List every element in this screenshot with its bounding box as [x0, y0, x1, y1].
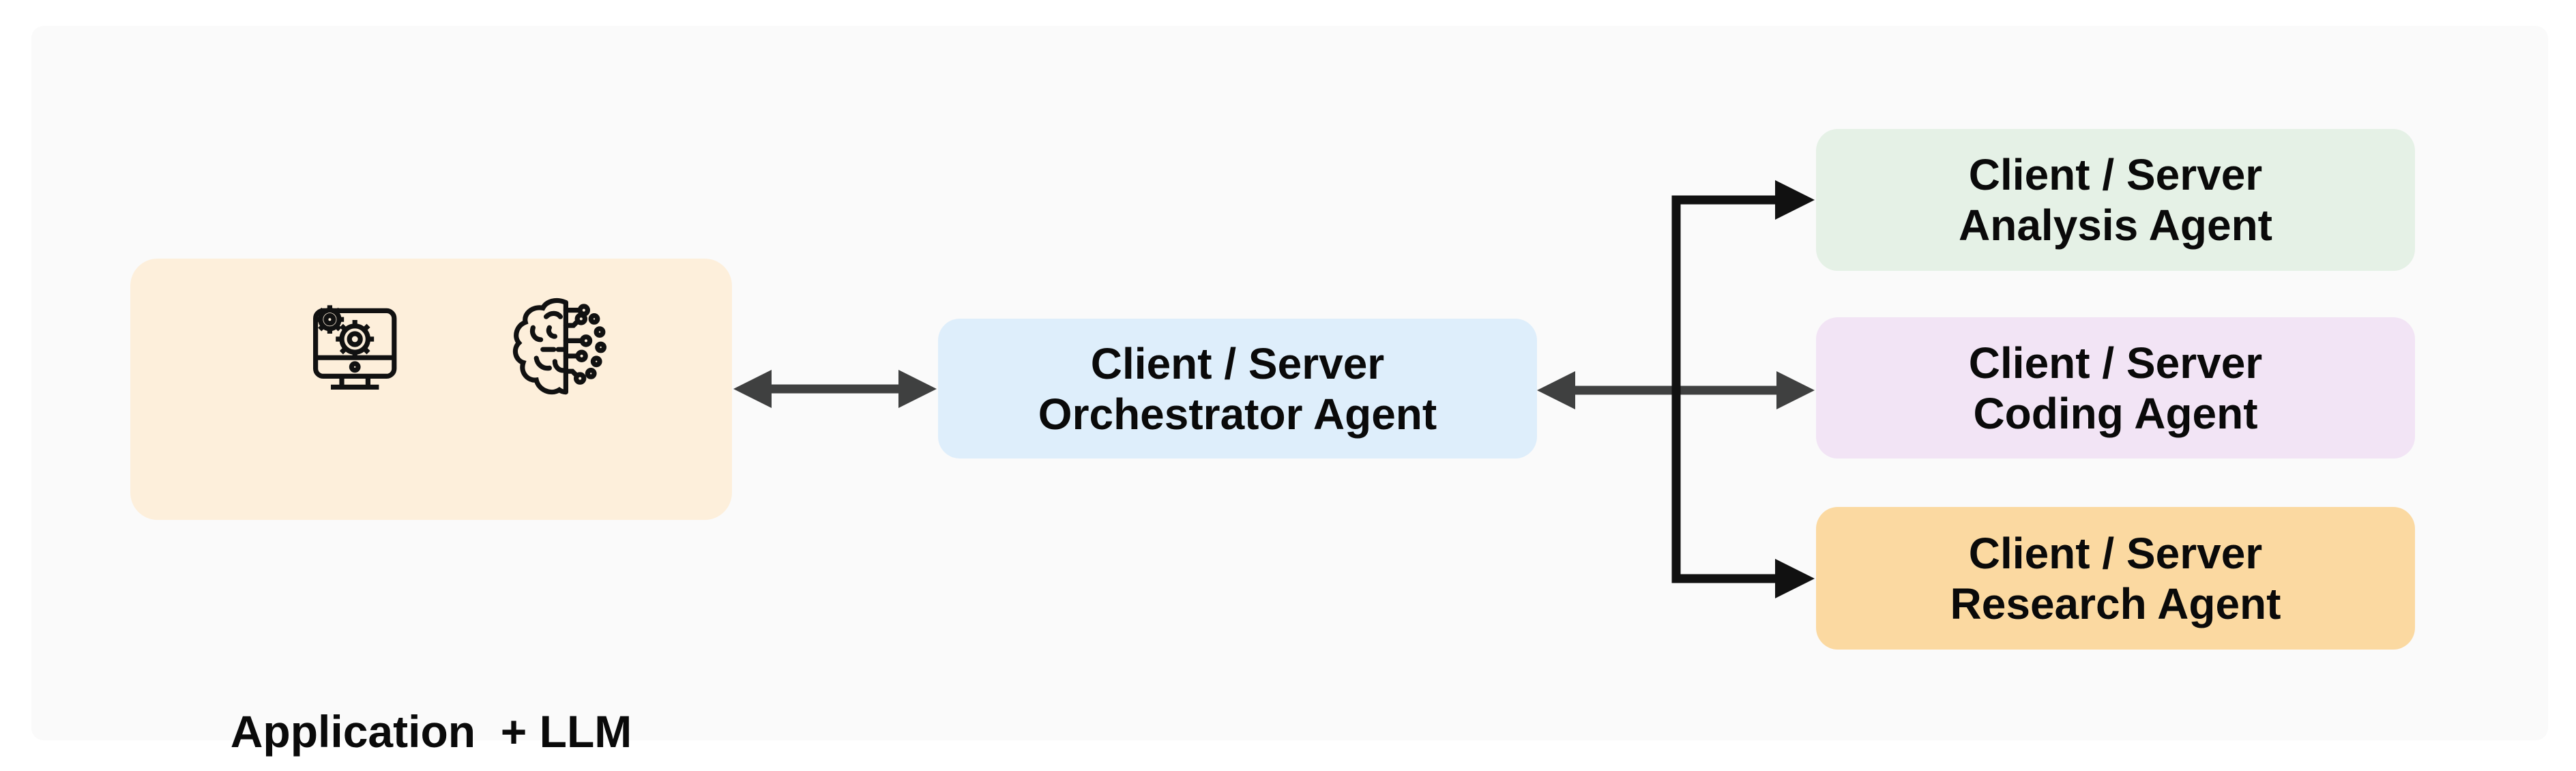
research-agent-box: Client / Server Research Agent [1816, 507, 2415, 650]
ai-brain-circuit-icon [512, 297, 606, 395]
coding-label-line1: Client / Server [1968, 338, 2263, 388]
orchestrator-label-line2: Orchestrator Agent [1038, 389, 1437, 439]
research-label-line1: Client / Server [1968, 528, 2263, 578]
analysis-agent-box: Client / Server Analysis Agent [1816, 129, 2415, 271]
research-label-line2: Research Agent [1950, 579, 2281, 628]
coding-label-line2: Coding Agent [1973, 388, 2258, 438]
application-llm-box: Application + LLM [130, 259, 732, 757]
analysis-label-line2: Analysis Agent [1959, 201, 2272, 250]
analysis-label-line1: Client / Server [1968, 150, 2263, 199]
orchestrator-label-line1: Client / Server [1090, 338, 1385, 388]
app-gears-monitor-icon [313, 305, 397, 390]
application-llm-label: Application + LLM [230, 706, 632, 757]
coding-agent-box: Client / Server Coding Agent [1816, 317, 2415, 459]
orchestrator-agent-box: Client / Server Orchestrator Agent [938, 319, 1537, 459]
